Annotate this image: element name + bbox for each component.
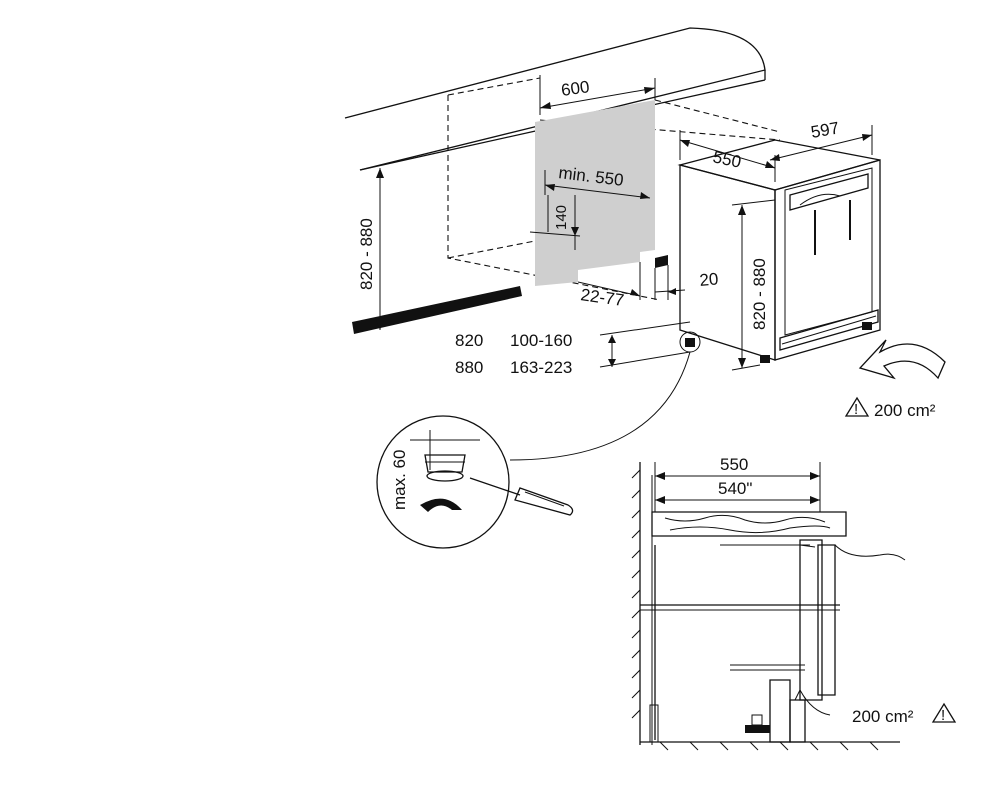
- niche-height-label: 820 - 880: [357, 218, 376, 290]
- vent-height-dimension: 140: [529, 195, 581, 250]
- height-table: 820 100-160 880 163-223: [455, 321, 691, 377]
- warning-triangle-icon: !: [931, 702, 957, 724]
- appliance-body: [677, 139, 881, 363]
- niche-width-label: 600: [560, 77, 591, 100]
- foot-detail: max. 60: [376, 415, 574, 549]
- screwdriver-icon: [469, 477, 574, 516]
- appliance-height-dimension: 820 - 880: [731, 199, 776, 371]
- airflow-arrow-icon: [858, 339, 946, 380]
- rotate-arrow-icon: [420, 498, 462, 512]
- ventilation-bottom: 200 cm² !: [852, 702, 957, 726]
- warning-triangle-icon: !: [844, 396, 870, 418]
- niche-back-wall: [535, 100, 655, 286]
- foot-adjust-label: max. 60: [390, 450, 409, 510]
- section-view: 550 540": [631, 455, 906, 751]
- appliance-depth-dimension: 597: [769, 118, 873, 161]
- appliance-width-dimension: 550: [679, 130, 776, 182]
- plinth-offset-label: 20: [699, 269, 720, 290]
- ventilation-top: ! 200 cm²: [844, 396, 936, 420]
- section-depth-inner-label: 540": [718, 479, 752, 498]
- foot-callout-leader: [509, 331, 701, 461]
- section-countertop: [651, 511, 847, 537]
- niche-width-dimension: 600: [539, 75, 656, 115]
- table-row-height: 880: [455, 358, 483, 377]
- table-row-range: 163-223: [510, 358, 572, 377]
- appliance-depth-label: 597: [809, 118, 840, 142]
- table-row-height: 820: [455, 331, 483, 350]
- table-row-range: 100-160: [510, 331, 572, 350]
- section-depth-total-label: 550: [720, 455, 748, 474]
- plinth-depth-label: 22-77: [579, 285, 625, 310]
- appliance-height-label: 820 - 880: [750, 258, 769, 330]
- svg-text:!: !: [941, 707, 945, 724]
- vent-height-label: 140: [553, 205, 570, 230]
- svg-text:!: !: [854, 401, 858, 418]
- appliance-width-label: 550: [711, 147, 743, 171]
- plinth-strip: [352, 255, 668, 334]
- ventilation-bottom-label: 200 cm²: [852, 707, 914, 726]
- ventilation-top-label: 200 cm²: [874, 401, 936, 420]
- plinth-dimensions: 22-77 20: [577, 262, 720, 310]
- niche-height-dimension: 820 - 880: [357, 168, 384, 330]
